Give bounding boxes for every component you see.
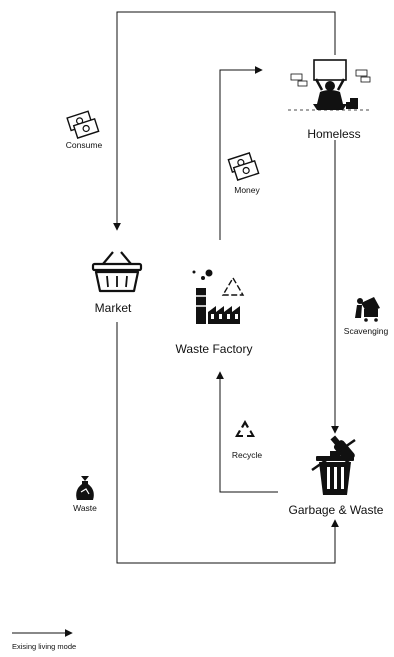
shopping-basket-icon (91, 251, 143, 293)
consume-label: Consume (66, 140, 103, 150)
scavenging-label: Scavenging (344, 326, 389, 336)
edge-consume (113, 11, 336, 231)
consume-edge-label: Consume (66, 110, 103, 150)
waste-factory-label: Waste Factory (176, 342, 253, 356)
garbage-waste-label: Garbage & Waste (289, 503, 384, 517)
homeless-person-with-sign-icon (288, 59, 372, 111)
market-node: Market (91, 251, 143, 315)
waste-edge-label: Waste (73, 476, 97, 513)
recycle-label: Recycle (232, 450, 263, 460)
money-icon (227, 152, 260, 181)
homeless-label: Homeless (307, 127, 360, 141)
scavenging-edge-label: Scavenging (344, 297, 389, 336)
edge-waste (116, 322, 339, 564)
market-label: Market (95, 301, 132, 315)
legend: Exising living mode (12, 629, 76, 651)
factory-recycle-icon (192, 269, 245, 324)
money-edge-label: Money (227, 152, 261, 195)
waste-bag-icon (76, 476, 94, 500)
waste-factory-node: Waste Factory (176, 269, 253, 356)
waste-label: Waste (73, 503, 97, 513)
garbage-waste-node: Garbage & Waste (289, 435, 384, 517)
edge-recycle (216, 371, 278, 493)
money-label: Money (234, 185, 260, 195)
money-icon (66, 110, 100, 139)
trash-bin-bottle-icon (311, 435, 356, 495)
scavenger-cart-icon (355, 297, 380, 322)
recycle-icon (235, 420, 255, 437)
edge-money (219, 66, 263, 240)
recycle-edge-label: Recycle (232, 420, 263, 460)
legend-label: Exising living mode (12, 642, 76, 651)
homeless-node: Homeless (288, 59, 372, 141)
